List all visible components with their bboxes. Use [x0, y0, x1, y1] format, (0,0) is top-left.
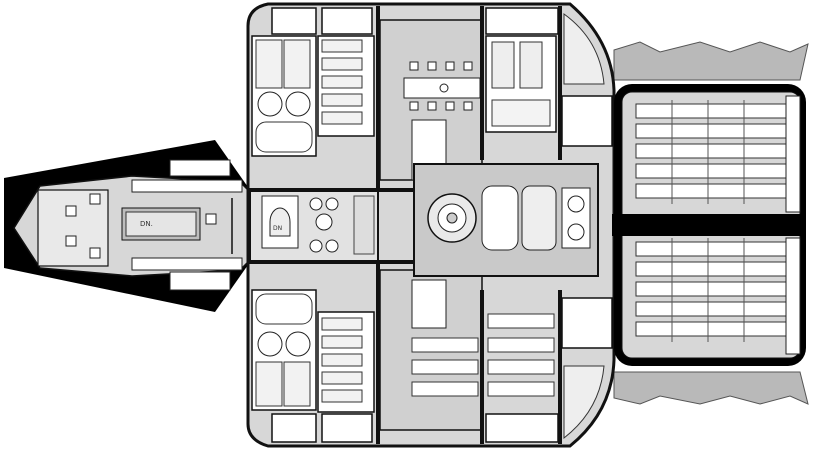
galley-lounge [379, 19, 483, 181]
service-room-top-right [485, 35, 613, 147]
service-room-bottom-right [561, 297, 613, 349]
engine-nozzle-icon [635, 103, 787, 337]
seat-icon [65, 193, 217, 259]
medbay-bay [379, 269, 555, 431]
bunk-icon [255, 39, 311, 89]
bunk-room-column-top [317, 35, 375, 137]
bunk-room-column-bottom [317, 311, 375, 413]
thruster-fin-bottom [613, 371, 809, 405]
structural-walls [248, 6, 562, 444]
console-bottom [131, 257, 243, 271]
corner-cabins [271, 7, 559, 443]
central-hatch-label: DN [273, 225, 282, 232]
seat-icon [409, 61, 473, 111]
cockpit-stairs-label: DN. [140, 220, 153, 228]
stair-steps [125, 211, 197, 237]
crate-stack [169, 271, 231, 291]
engine-block [612, 84, 806, 366]
engineering-core [413, 163, 599, 277]
cargo-crate-icon [411, 337, 479, 397]
hull-ribs [563, 13, 605, 440]
thruster-fin-top [613, 41, 809, 81]
thruster-fins [613, 41, 809, 405]
ladder-icon [309, 197, 339, 253]
crew-quarters-bottom-left [251, 289, 317, 411]
crew-quarters-top-left [251, 35, 317, 157]
central-hub: DN [249, 189, 379, 263]
console-top [131, 179, 243, 193]
bunk-top [169, 159, 231, 177]
cockpit-section: DN. [4, 140, 250, 312]
reactor-icon [257, 91, 283, 117]
